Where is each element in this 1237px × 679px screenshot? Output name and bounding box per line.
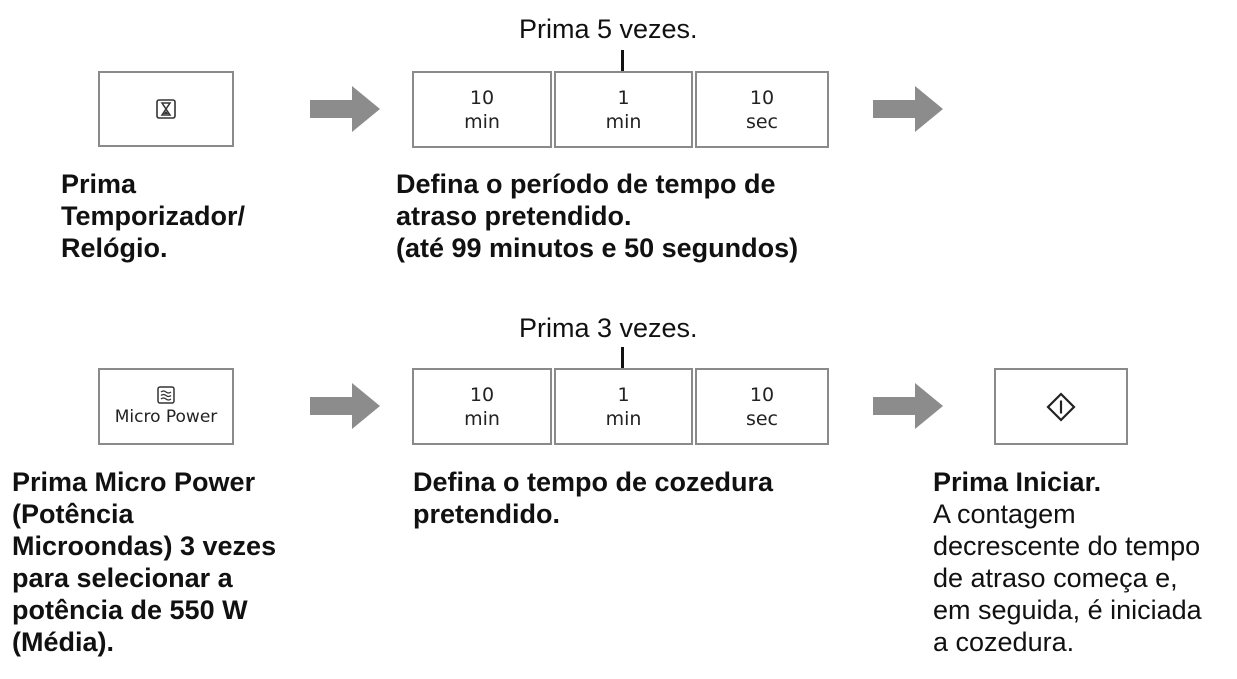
time-button-value: 10	[749, 383, 775, 406]
time-button-value: 1	[617, 86, 630, 109]
start-diamond-icon	[1046, 391, 1076, 422]
time-button-10-sec[interactable]: 10 sec	[695, 368, 829, 445]
time-button-unit: min	[605, 110, 642, 133]
time-button-10-min[interactable]: 10 min	[412, 71, 552, 148]
hourglass-icon	[156, 99, 176, 119]
flow-arrow-icon	[310, 86, 380, 132]
press-count-label: Prima 5 vezes.	[519, 14, 698, 44]
caption-press-micro-power: Prima Micro Power (Potência Microondas) …	[12, 467, 277, 657]
time-button-10-min[interactable]: 10 min	[412, 368, 552, 445]
time-button-value: 10	[469, 86, 495, 109]
caption-press-timer: Prima Temporizador/ Relógio.	[61, 169, 246, 263]
microwave-waves-icon	[157, 385, 175, 404]
time-button-unit: sec	[745, 110, 779, 133]
flow-arrow-icon	[310, 383, 380, 429]
caption-set-delay-time: Defina o período de tempo de atraso pret…	[396, 169, 799, 263]
caption-set-cooking-time: Defina o tempo de cozedura pretendido.	[413, 467, 774, 529]
time-button-unit: min	[605, 407, 642, 430]
micro-power-button[interactable]: Micro Power	[98, 368, 234, 445]
press-count-label: Prima 3 vezes.	[519, 313, 698, 343]
flow-arrow-icon	[873, 86, 943, 132]
time-button-unit: min	[464, 110, 500, 133]
time-button-10-sec[interactable]: 10 sec	[695, 71, 829, 148]
time-button-value: 10	[749, 86, 775, 109]
caption-start-title: Prima Iniciar.	[933, 467, 1102, 497]
press-indicator-line	[621, 347, 624, 369]
time-button-1-min[interactable]: 1 min	[554, 71, 693, 148]
time-button-unit: min	[464, 407, 500, 430]
time-button-value: 10	[469, 383, 495, 406]
start-button[interactable]	[994, 368, 1128, 445]
time-button-unit: sec	[745, 407, 779, 430]
flow-arrow-icon	[873, 383, 943, 429]
time-button-1-min[interactable]: 1 min	[554, 368, 693, 445]
press-indicator-line	[621, 50, 624, 72]
timer-clock-button[interactable]	[98, 71, 234, 147]
caption-press-start: Prima Iniciar. A contagem decrescente do…	[933, 467, 1202, 657]
micro-power-label: Micro Power	[114, 406, 218, 427]
time-button-value: 1	[617, 383, 630, 406]
